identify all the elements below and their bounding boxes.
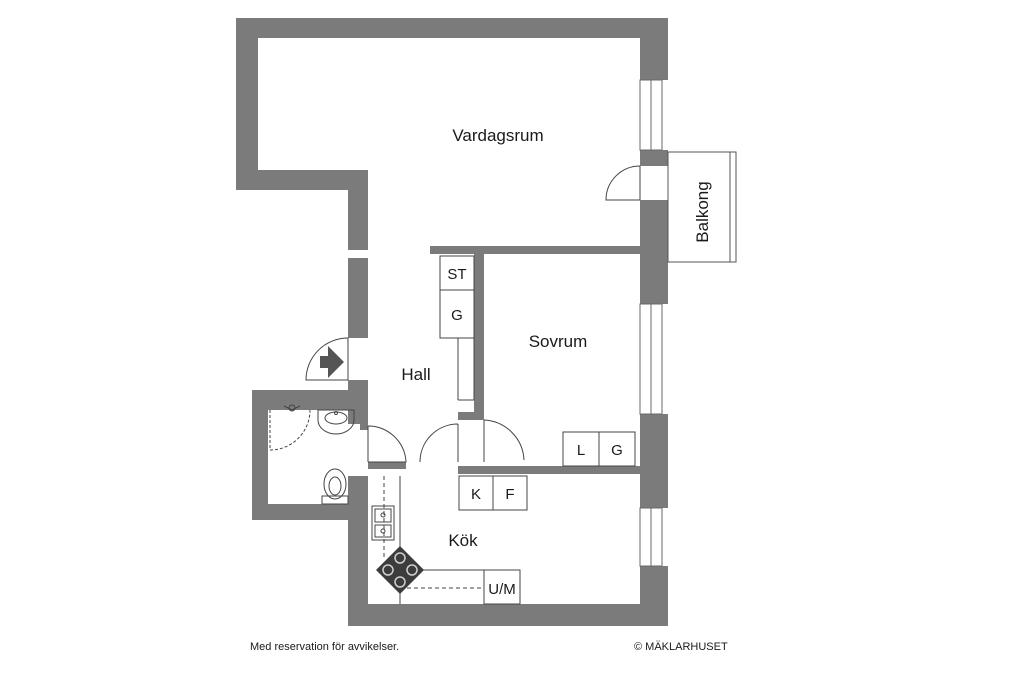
wardrobe-left-label: L: [577, 442, 585, 459]
hall-closet: [439, 255, 475, 401]
door-swings: [305, 165, 641, 463]
stove-icon: [376, 546, 424, 594]
hall-closet-top-label: ST: [447, 266, 466, 283]
cabinet-k-label: K: [471, 486, 481, 503]
disclaimer-text: Med reservation för avvikelser.: [250, 641, 400, 653]
room-label-living: Vardagsrum: [452, 126, 543, 145]
cabinet-f-label: F: [505, 486, 514, 503]
balcony: [667, 151, 737, 263]
shower-icon: [269, 404, 311, 451]
windows: [639, 79, 663, 567]
wardrobe-right-label: G: [611, 442, 623, 459]
laundry-label: U/M: [488, 581, 516, 598]
room-label-hall: Hall: [401, 365, 430, 384]
copyright-text: © MÄKLARHUSET: [634, 641, 728, 653]
hall-closet-bottom-label: G: [451, 307, 463, 324]
interior-walls: [360, 246, 640, 474]
washbasin-icon: [317, 409, 355, 435]
sink-icon: [371, 505, 395, 541]
bedroom-wardrobe: [562, 431, 636, 467]
toilet-icon: [321, 468, 349, 505]
room-label-kitchen: Kök: [448, 531, 478, 550]
room-label-bedroom: Sovrum: [529, 332, 588, 351]
entrance-arrow-icon: [320, 346, 344, 378]
kitchen-cabinets: [458, 475, 528, 511]
outer-walls: [236, 18, 668, 626]
room-label-balcony: Balkong: [693, 181, 712, 242]
